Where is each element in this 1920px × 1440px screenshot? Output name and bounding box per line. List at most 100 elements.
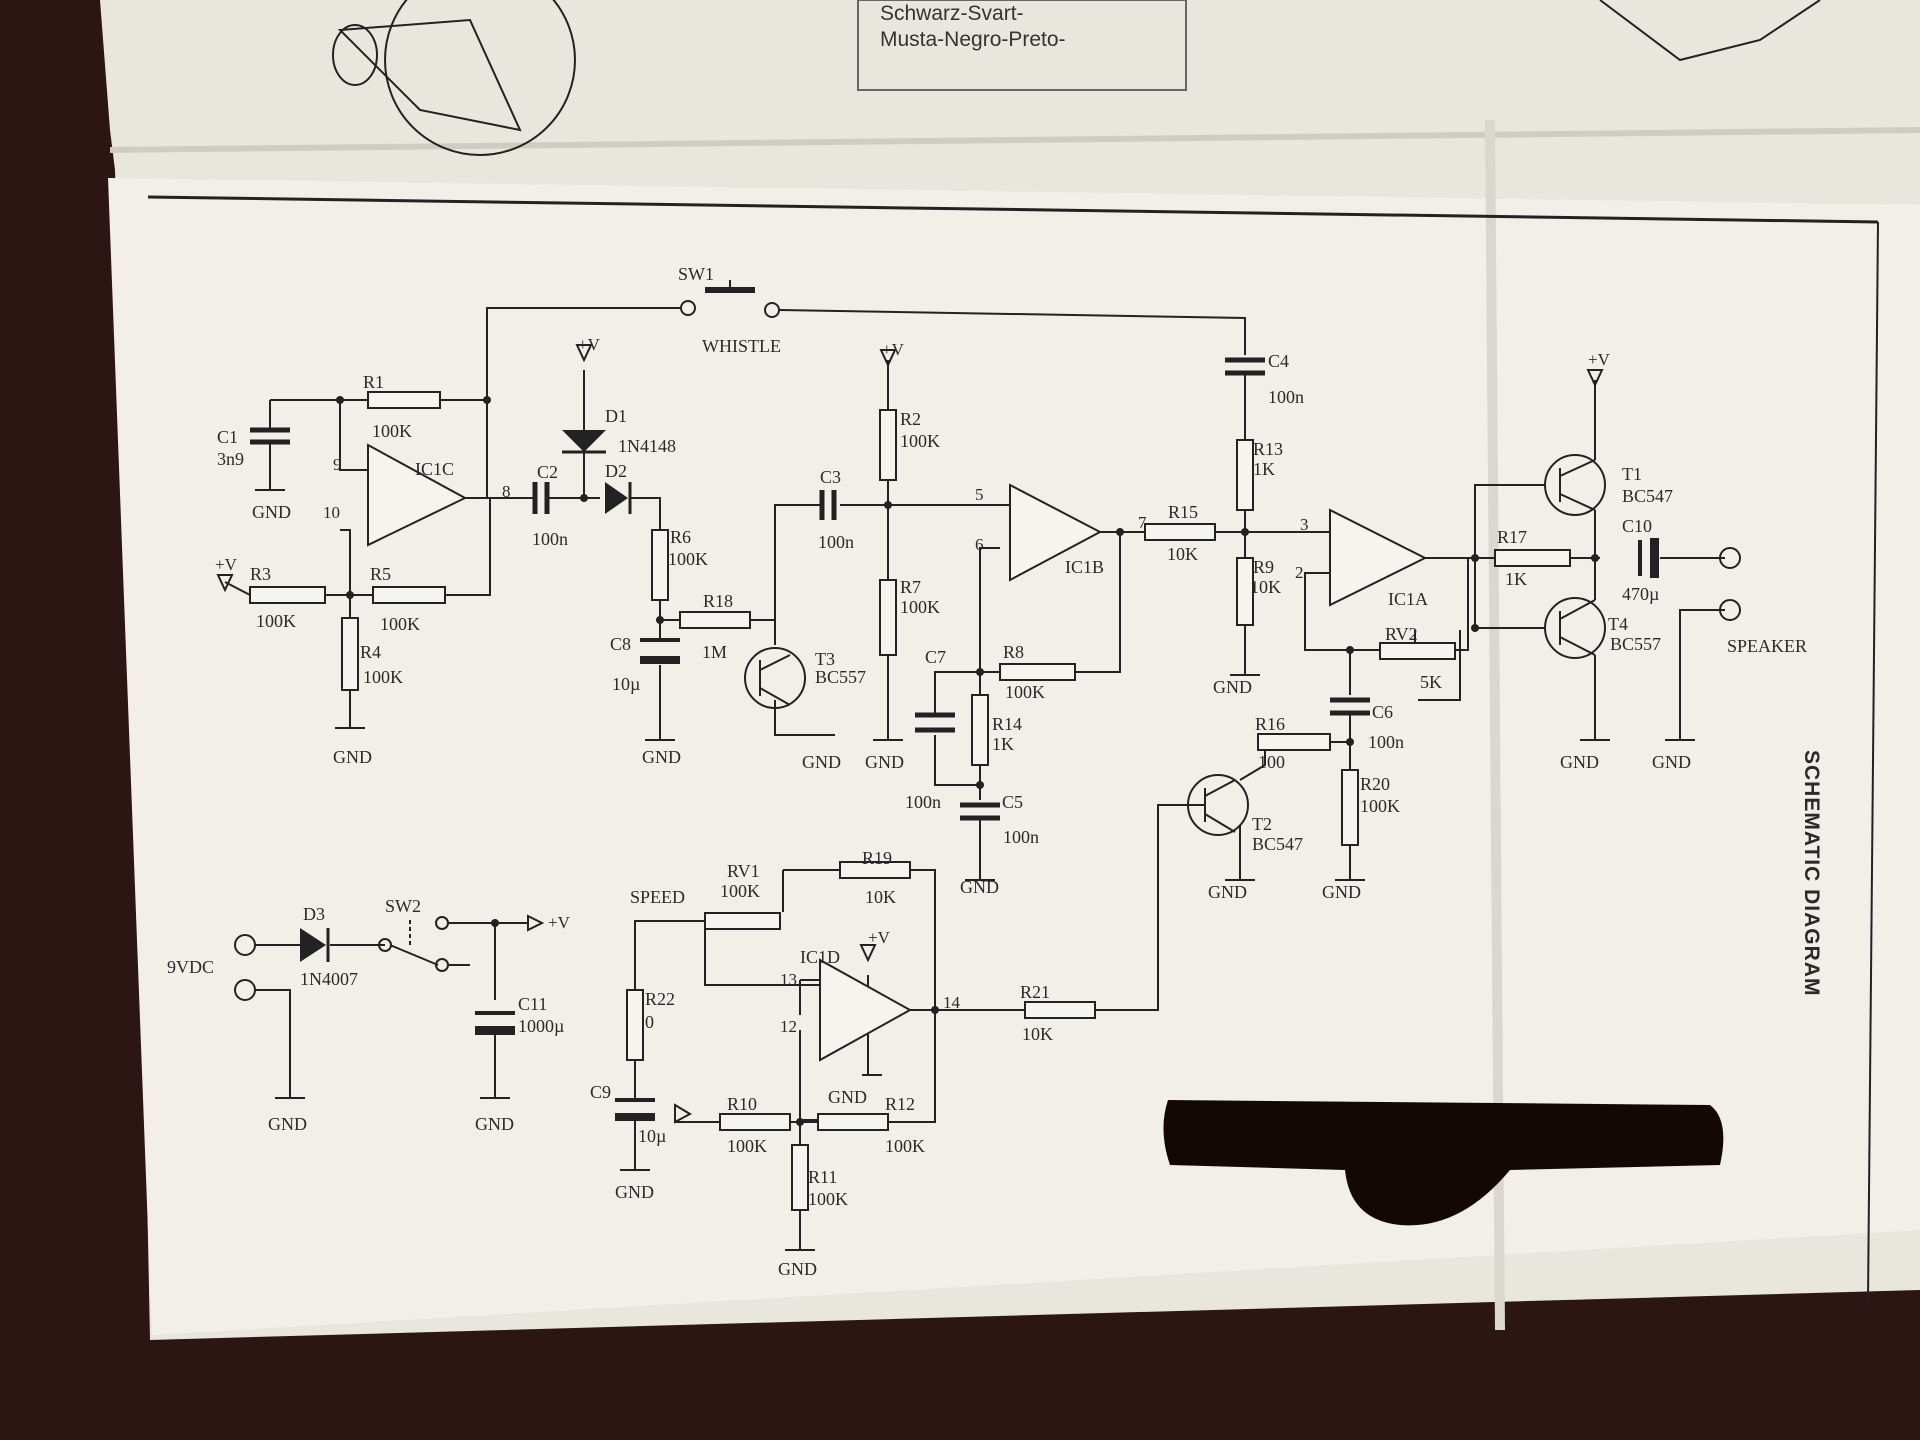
label-gnd-r4: GND <box>333 747 372 767</box>
label-gnd-c11: GND <box>475 1114 514 1134</box>
resistor-r2 <box>879 409 897 481</box>
label-c8-value: 10µ <box>612 674 640 694</box>
label-r21: R21 <box>1020 982 1050 1002</box>
resistor-r7 <box>879 579 897 656</box>
label-t2-value: BC547 <box>1252 834 1303 854</box>
label-r20-value: 100K <box>1360 796 1400 816</box>
resistor-r5 <box>372 586 446 604</box>
label-r2: R2 <box>900 409 921 429</box>
label-rv2: RV2 <box>1385 624 1418 644</box>
label-d3-value: 1N4007 <box>300 969 358 989</box>
diode-d3 <box>300 928 330 962</box>
label-r7-value: 100K <box>900 597 940 617</box>
label-c4: C4 <box>1268 351 1289 371</box>
resistor-r14 <box>971 694 989 766</box>
resistor-r1 <box>367 391 441 409</box>
paper-sheet <box>108 178 1920 1335</box>
label-gnd-t4: GND <box>1560 752 1599 772</box>
label-ic1a: IC1A <box>1388 589 1428 609</box>
label-t1: T1 <box>1622 464 1642 484</box>
label-c6-value: 100n <box>1368 732 1404 752</box>
label-r12: R12 <box>885 1094 915 1114</box>
label-gnd-c8: GND <box>642 747 681 767</box>
label-speed: SPEED <box>630 887 685 907</box>
label-r22: R22 <box>645 989 675 1009</box>
label-r3-value: 100K <box>256 611 296 631</box>
label-d2: D2 <box>605 461 627 481</box>
label-r3: R3 <box>250 564 271 584</box>
resistor-r19 <box>839 861 911 879</box>
label-r7: R7 <box>900 577 921 597</box>
label-r21-value: 10K <box>1022 1024 1053 1044</box>
label-d1: D1 <box>605 406 627 426</box>
label-whistle: WHISTLE <box>702 336 781 356</box>
label-r9-value: 10K <box>1250 577 1281 597</box>
header-line-1: Schwarz-Svart- <box>880 2 1024 25</box>
resistor-r10 <box>719 1113 791 1131</box>
label-t4-value: BC557 <box>1610 634 1661 654</box>
label-gnd-t2: GND <box>1208 882 1247 902</box>
label-c7: C7 <box>925 647 946 667</box>
capacitor-c1 <box>250 427 290 455</box>
diode-d2 <box>605 482 632 514</box>
label-pin6: 6 <box>975 535 984 554</box>
label-plusv-d1: +V <box>578 335 601 354</box>
capacitor-c7 <box>915 712 955 733</box>
label-r19: R19 <box>862 848 892 868</box>
label-r2-value: 100K <box>900 431 940 451</box>
opamp-ic1b <box>1009 483 1103 582</box>
label-r14-value: 1K <box>992 734 1014 754</box>
label-plusv-ic1d: +V <box>868 928 891 947</box>
resistor-r17 <box>1494 549 1571 567</box>
label-t3-value: BC557 <box>815 667 866 687</box>
label-pin12: 12 <box>780 1017 797 1036</box>
label-c8: C8 <box>610 634 631 654</box>
label-t2: T2 <box>1252 814 1272 834</box>
label-r1: R1 <box>363 372 384 392</box>
label-d3: D3 <box>303 904 325 924</box>
resistor-rv1 <box>704 912 781 930</box>
resistor-r15 <box>1144 523 1216 541</box>
label-rv1-value: 100K <box>720 881 760 901</box>
supply-symbols <box>216 344 1695 1251</box>
label-speaker: SPEAKER <box>1727 636 1807 656</box>
label-c7-value: 100n <box>905 792 941 812</box>
label-rv1: RV1 <box>727 861 760 881</box>
power-terminal-2 <box>234 979 256 1001</box>
label-c11-value: 1000µ <box>518 1016 564 1036</box>
label-c5: C5 <box>1002 792 1023 812</box>
diode-d1 <box>562 430 606 454</box>
opamp-ic1a <box>1329 508 1428 607</box>
label-gnd-c9: GND <box>615 1182 654 1202</box>
label-gnd-c1: GND <box>252 502 291 522</box>
speaker-terminal-1 <box>1719 547 1741 569</box>
label-r18-value: 1M <box>702 642 727 662</box>
label-pin8: 8 <box>502 482 511 501</box>
label-9vdc: 9VDC <box>167 957 214 977</box>
resistor-r12 <box>817 1113 889 1131</box>
label-c10-value: 470µ <box>1622 584 1659 604</box>
label-c9: C9 <box>590 1082 611 1102</box>
header-box <box>857 0 1187 91</box>
diagram-title: SCHEMATIC DIAGRAM <box>1800 750 1823 996</box>
diodes <box>300 430 632 962</box>
capacitor-c10 <box>1638 538 1659 578</box>
label-pin13: 13 <box>780 970 797 989</box>
border-top <box>147 195 1879 224</box>
label-t3: T3 <box>815 649 835 669</box>
label-gnd-r9: GND <box>1213 677 1252 697</box>
label-r10-value: 100K <box>727 1136 767 1156</box>
resistor-r11 <box>791 1144 809 1211</box>
speaker-terminal-2 <box>1719 599 1741 621</box>
label-gnd-r11: GND <box>778 1259 817 1279</box>
label-c1: C1 <box>217 427 238 447</box>
label-ic1b: IC1B <box>1065 557 1104 577</box>
label-r13-value: 1K <box>1253 459 1275 479</box>
resistor-r16 <box>1257 733 1331 751</box>
label-gnd-ic1d: GND <box>828 1087 867 1107</box>
label-pin9: 9 <box>333 455 342 474</box>
label-plusv-sw2: +V <box>548 913 571 932</box>
label-pin7: 7 <box>1138 513 1147 532</box>
label-r9: R9 <box>1253 557 1274 577</box>
capacitor-c4 <box>1225 357 1265 376</box>
